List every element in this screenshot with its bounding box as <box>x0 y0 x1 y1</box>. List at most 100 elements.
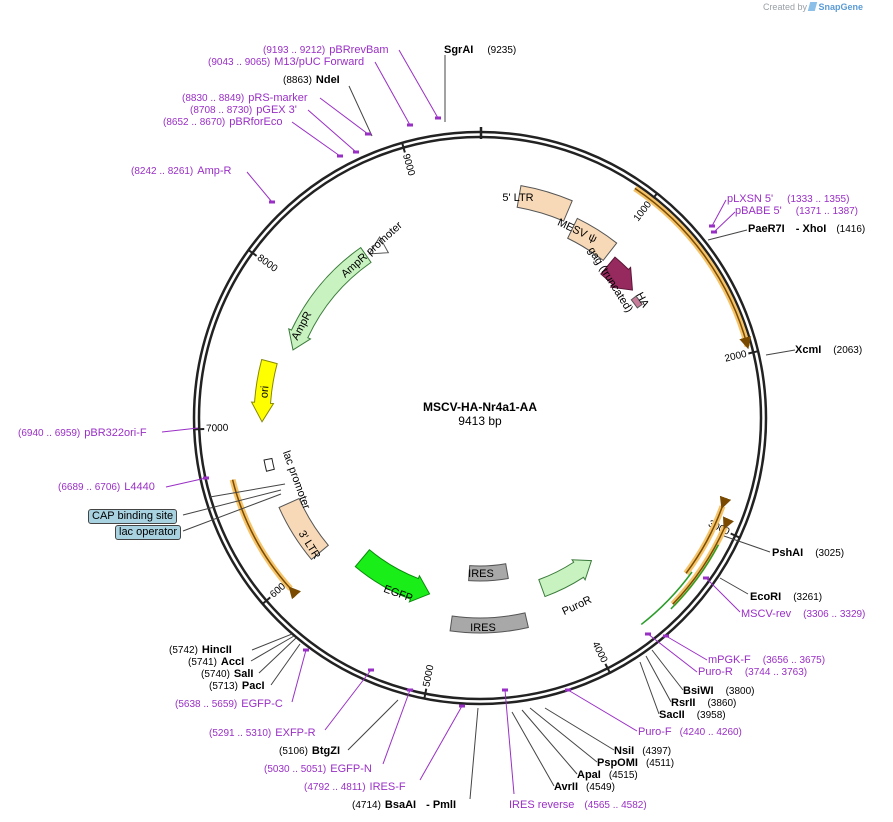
primer-label[interactable]: mPGK-F(3656 .. 3675) <box>708 654 826 666</box>
primer-site-mark <box>368 668 374 672</box>
primer-binding-line <box>672 516 734 605</box>
enzyme-label[interactable]: PspOMI(4511) <box>597 757 675 769</box>
primer-label[interactable]: (4792 .. 4811)IRES-F <box>304 781 406 793</box>
primer-label[interactable]: (8242 .. 8261)Amp-R <box>131 165 232 177</box>
lac_prom-feature <box>263 457 275 472</box>
primer-site-mark <box>459 704 465 708</box>
leader-line <box>647 633 698 673</box>
ltr5-feature <box>516 185 573 222</box>
primer-label[interactable]: (9043 .. 9065)M13/pUC Forward <box>208 56 365 68</box>
scale-tick-label: 8000 <box>255 253 280 275</box>
scale-tick-label: 2000 <box>724 349 749 365</box>
primer-label[interactable]: MSCV-rev(3306 .. 3329) <box>741 608 866 620</box>
primer-label[interactable]: IRES reverse(4565 .. 4582) <box>509 799 647 811</box>
leader-line <box>161 427 199 433</box>
lac-operator-box[interactable]: lac operator <box>115 525 182 540</box>
primer-label[interactable]: (6940 .. 6959)pBR322ori-F <box>18 427 147 439</box>
primer-site-mark <box>203 476 209 480</box>
primer-binding-arc <box>633 185 751 348</box>
primer-label[interactable]: Puro-R(3744 .. 3763) <box>698 666 808 678</box>
scale-tick <box>730 532 741 539</box>
primer-site-mark <box>663 634 669 638</box>
enzyme-label[interactable]: EcoRI(3261) <box>750 591 823 603</box>
primer-site-mark <box>645 632 651 636</box>
leader-line <box>723 535 771 553</box>
leader-line <box>719 577 749 595</box>
enzyme-label[interactable]: BsiWI(3800) <box>683 685 755 697</box>
primer-label[interactable]: (8652 .. 8670)pBRforEco <box>163 116 283 128</box>
leader-line <box>182 489 282 516</box>
enzyme-label[interactable]: (5742)HincII <box>169 644 232 656</box>
enzyme-label[interactable]: (5741)AccI <box>188 656 245 668</box>
leader-line <box>251 633 293 651</box>
enzyme-label[interactable]: (4714)BsaAI- PmlI <box>352 799 457 811</box>
leader-line <box>324 669 372 731</box>
primer-label[interactable]: pLXSN 5'(1333 .. 1355) <box>727 193 850 205</box>
ori-feature <box>250 358 278 423</box>
scale-tick <box>247 249 258 257</box>
gag-feature <box>600 256 633 291</box>
primer-site-mark <box>303 648 309 652</box>
enzyme-label[interactable]: ApaI(4515) <box>577 769 638 781</box>
ltr5-label: 5' LTR <box>502 192 533 204</box>
leader-line <box>165 477 207 488</box>
plasmid-name: MSCV-HA-Nr4a1-AA <box>422 400 538 414</box>
leader-line <box>651 649 684 691</box>
primer-label[interactable]: (9193 .. 9212)pBRrevBam <box>263 44 389 56</box>
primer-label[interactable]: (6689 .. 6706)L4440 <box>58 481 155 493</box>
enzyme-label[interactable]: (5713)PacI <box>209 680 265 692</box>
primer-site-mark <box>365 132 371 136</box>
cap-binding-site-box[interactable]: CAP binding site <box>88 509 178 524</box>
scale-tick-label: 9000 <box>400 153 417 178</box>
enzyme-label[interactable]: PaeR7I - XhoI(1416) <box>748 223 866 235</box>
primer-label[interactable]: (8830 .. 8849)pRS-marker <box>182 92 308 104</box>
scale-tick <box>423 688 428 699</box>
primer-label[interactable]: (5030 .. 5051)EGFP-N <box>264 763 372 775</box>
psi-feature <box>567 217 618 262</box>
scale-tick <box>604 663 611 674</box>
primer-binding-arc <box>229 478 293 591</box>
primer-site-mark <box>435 116 441 120</box>
primer-binding-line <box>634 187 752 350</box>
leader-line <box>567 689 638 732</box>
primer-binding-line <box>670 544 720 610</box>
credit-brand: SnapGene <box>818 2 863 12</box>
primer-label[interactable]: pBABE 5'(1371 .. 1387) <box>735 205 859 217</box>
plasmid-length: 9413 bp <box>458 414 502 428</box>
leader-line <box>713 211 736 233</box>
primer-site-mark <box>565 688 571 692</box>
primer-label[interactable]: Puro-F(4240 .. 4260) <box>638 726 742 738</box>
puror-label: PuroR <box>560 594 593 618</box>
primer-label[interactable]: (5638 .. 5659)EGFP-C <box>175 698 283 710</box>
credit-prefix: Created by <box>762 2 807 12</box>
scale-tick <box>261 596 271 605</box>
enzyme-label[interactable]: SgrAI(9235) <box>444 44 517 56</box>
leader-line <box>182 493 282 532</box>
ampr_prom-feature <box>368 235 390 255</box>
enzyme-label[interactable]: SacII(3958) <box>659 709 726 721</box>
enzyme-label[interactable]: (8863)NdeI <box>283 74 340 86</box>
primer-label[interactable]: (5291 .. 5310)EXFP-R <box>209 727 316 739</box>
ori-label: ori <box>258 385 271 398</box>
enzyme-label[interactable]: (5106)BtgZI <box>279 745 341 757</box>
leader-line <box>521 709 578 775</box>
enzyme-label[interactable]: (5740)SalI <box>201 668 254 680</box>
primer-site-mark <box>269 200 275 204</box>
primer-label[interactable]: (8708 .. 8730)pGEX 3' <box>190 104 297 116</box>
enzyme-label[interactable]: AvrII(4549) <box>554 781 615 793</box>
enzyme-label[interactable]: RsrII(3860) <box>671 697 737 709</box>
primer-site-mark <box>353 150 359 154</box>
leader-line <box>250 635 295 662</box>
leader-line <box>419 705 463 781</box>
enzyme-label[interactable]: NsiI(4397) <box>614 745 672 757</box>
enzyme-label[interactable]: PshAI(3025) <box>772 547 845 559</box>
leader-line <box>291 121 341 157</box>
credit: Created by SnapGene <box>763 2 863 12</box>
leader-line <box>319 97 369 135</box>
leader-line <box>639 661 660 715</box>
primer-site-mark <box>703 576 709 580</box>
ires_in-feature <box>468 563 509 582</box>
enzyme-label[interactable]: XcmI(2063) <box>795 344 863 356</box>
ampr_prom-label: AmpR promoter <box>339 219 405 280</box>
primer-site-mark <box>709 224 715 228</box>
